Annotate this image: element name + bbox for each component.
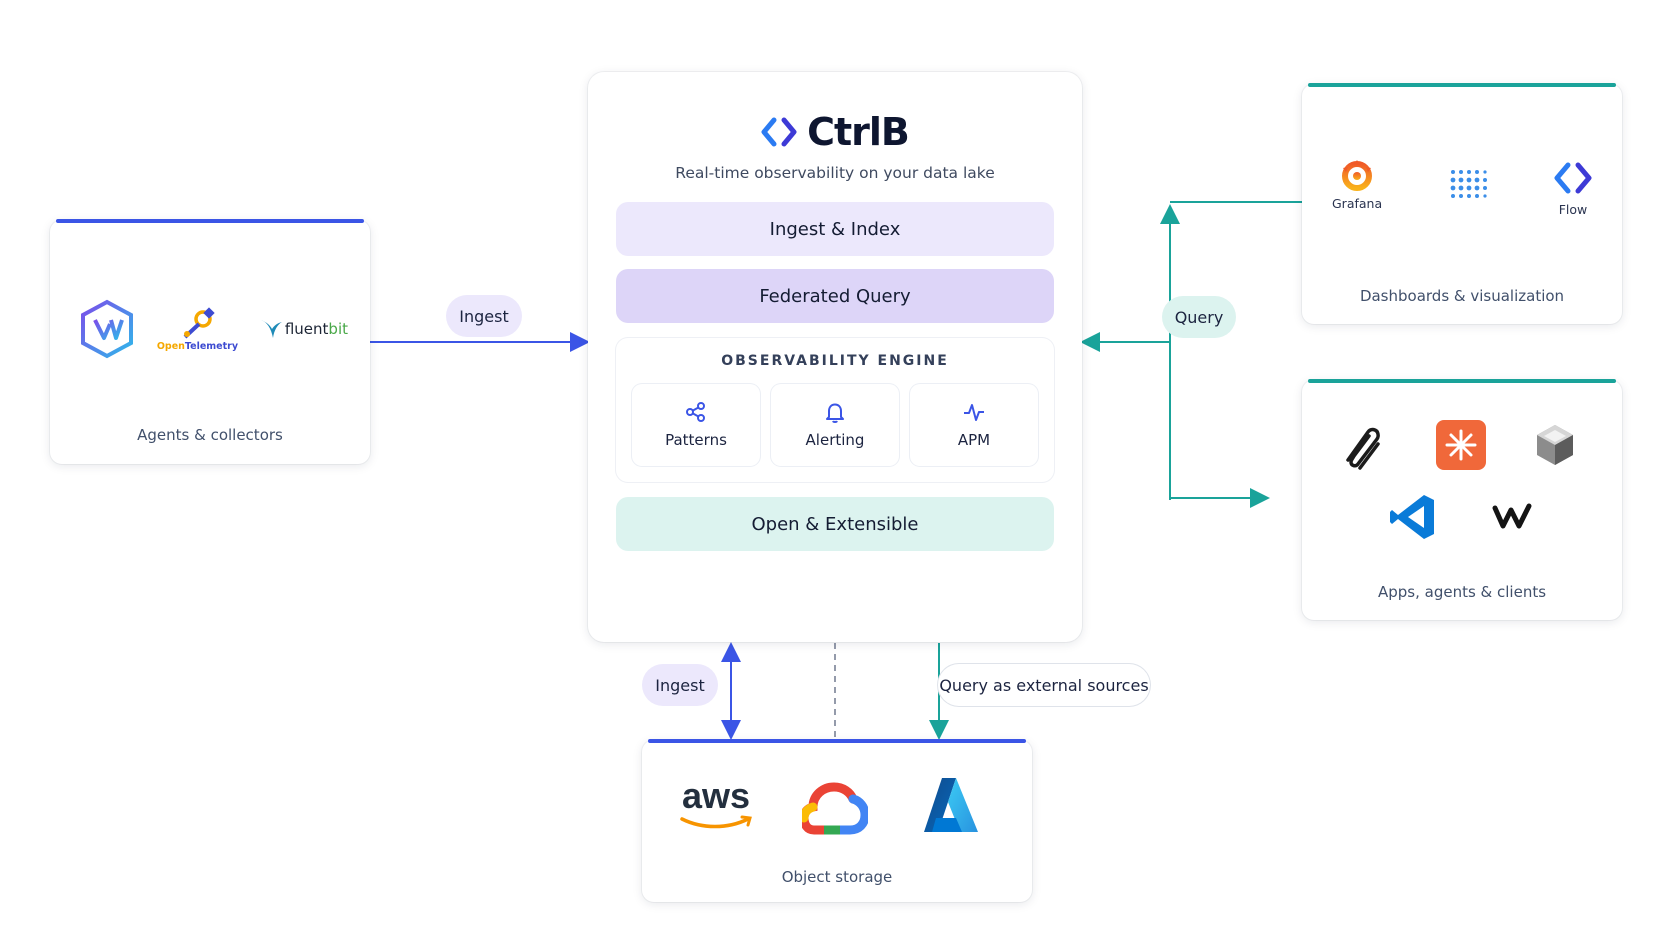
storage-card-accent [648,739,1026,743]
w-logo [1492,502,1532,536]
apm-label: APM [957,431,991,449]
apm-tile: APM [910,384,1038,466]
alerting-tile: Alerting [771,384,899,466]
fluentbit-logo: fluentbit [259,318,348,340]
flow-logo: Flow [1552,150,1594,217]
alerting-label: Alerting [805,431,865,449]
gcp-logo [799,782,870,840]
bell-icon [826,403,844,423]
observability-engine: OBSERVABILITY ENGINE Patterns Alerting [616,338,1054,482]
ctrlb-brand: CtrlB [588,110,1082,154]
open-extensible-row: Open & Extensible [616,497,1054,551]
ctrlb-logo-icon [761,117,797,147]
aws-text: aws [681,775,751,816]
agents-card-accent [56,219,364,223]
fluentbit-text-bit: bit [328,320,348,338]
asterisk-logo [1436,420,1486,470]
vscode-logo [1388,492,1438,546]
otel-text-telemetry: Telemetry [184,340,239,352]
dashboards-card: Grafana Flow Das [1302,83,1622,324]
azure-logo [920,774,982,840]
grafana-logo: Grafana [1332,156,1382,211]
dashboards-card-accent [1308,83,1616,87]
query-bubble-right: Query [1162,296,1236,338]
apps-label: Apps, agents & clients [1377,583,1547,601]
apps-card: Apps, agents & clients [1302,379,1622,620]
tagline: Real-time observability on your data lak… [675,164,995,182]
federated-query-row: Federated Query [616,269,1054,323]
share-icon [686,402,705,422]
ingest-bubble-bottom: Ingest [642,664,718,706]
flow-label: Flow [1558,202,1588,217]
paperclip-logo [1338,420,1386,476]
ctrlb-core-card: CtrlB Real-time observability on your da… [588,72,1082,642]
patterns-tile: Patterns [632,384,760,466]
apps-card-accent [1308,379,1616,383]
agents-card: OpenTelemetry fluentbit Agents & collect… [50,219,370,464]
opentelemetry-logo: OpenTelemetry [156,306,239,352]
fluentbit-text-fluent: fluent [284,320,329,338]
dashboards-label: Dashboards & visualization [1359,287,1565,305]
ingest-bubble-left: Ingest [446,295,522,337]
otel-text-open: Open [156,340,185,352]
grafana-label: Grafana [1332,196,1383,211]
pulse-icon [964,404,984,421]
storage-label: Object storage [781,868,893,886]
brand-name: CtrlB [807,110,910,154]
vector-logo [78,298,136,360]
cube-logo [1534,422,1576,472]
engine-title: OBSERVABILITY ENGINE [721,353,949,369]
agents-label: Agents & collectors [137,426,283,444]
dotgrid-logo [1447,164,1488,204]
query-external-bubble: Query as external sources [938,664,1150,706]
aws-logo: aws [676,778,756,833]
patterns-label: Patterns [665,431,727,449]
ingest-index-row: Ingest & Index [616,202,1054,256]
storage-card: aws Object storage [642,739,1032,902]
